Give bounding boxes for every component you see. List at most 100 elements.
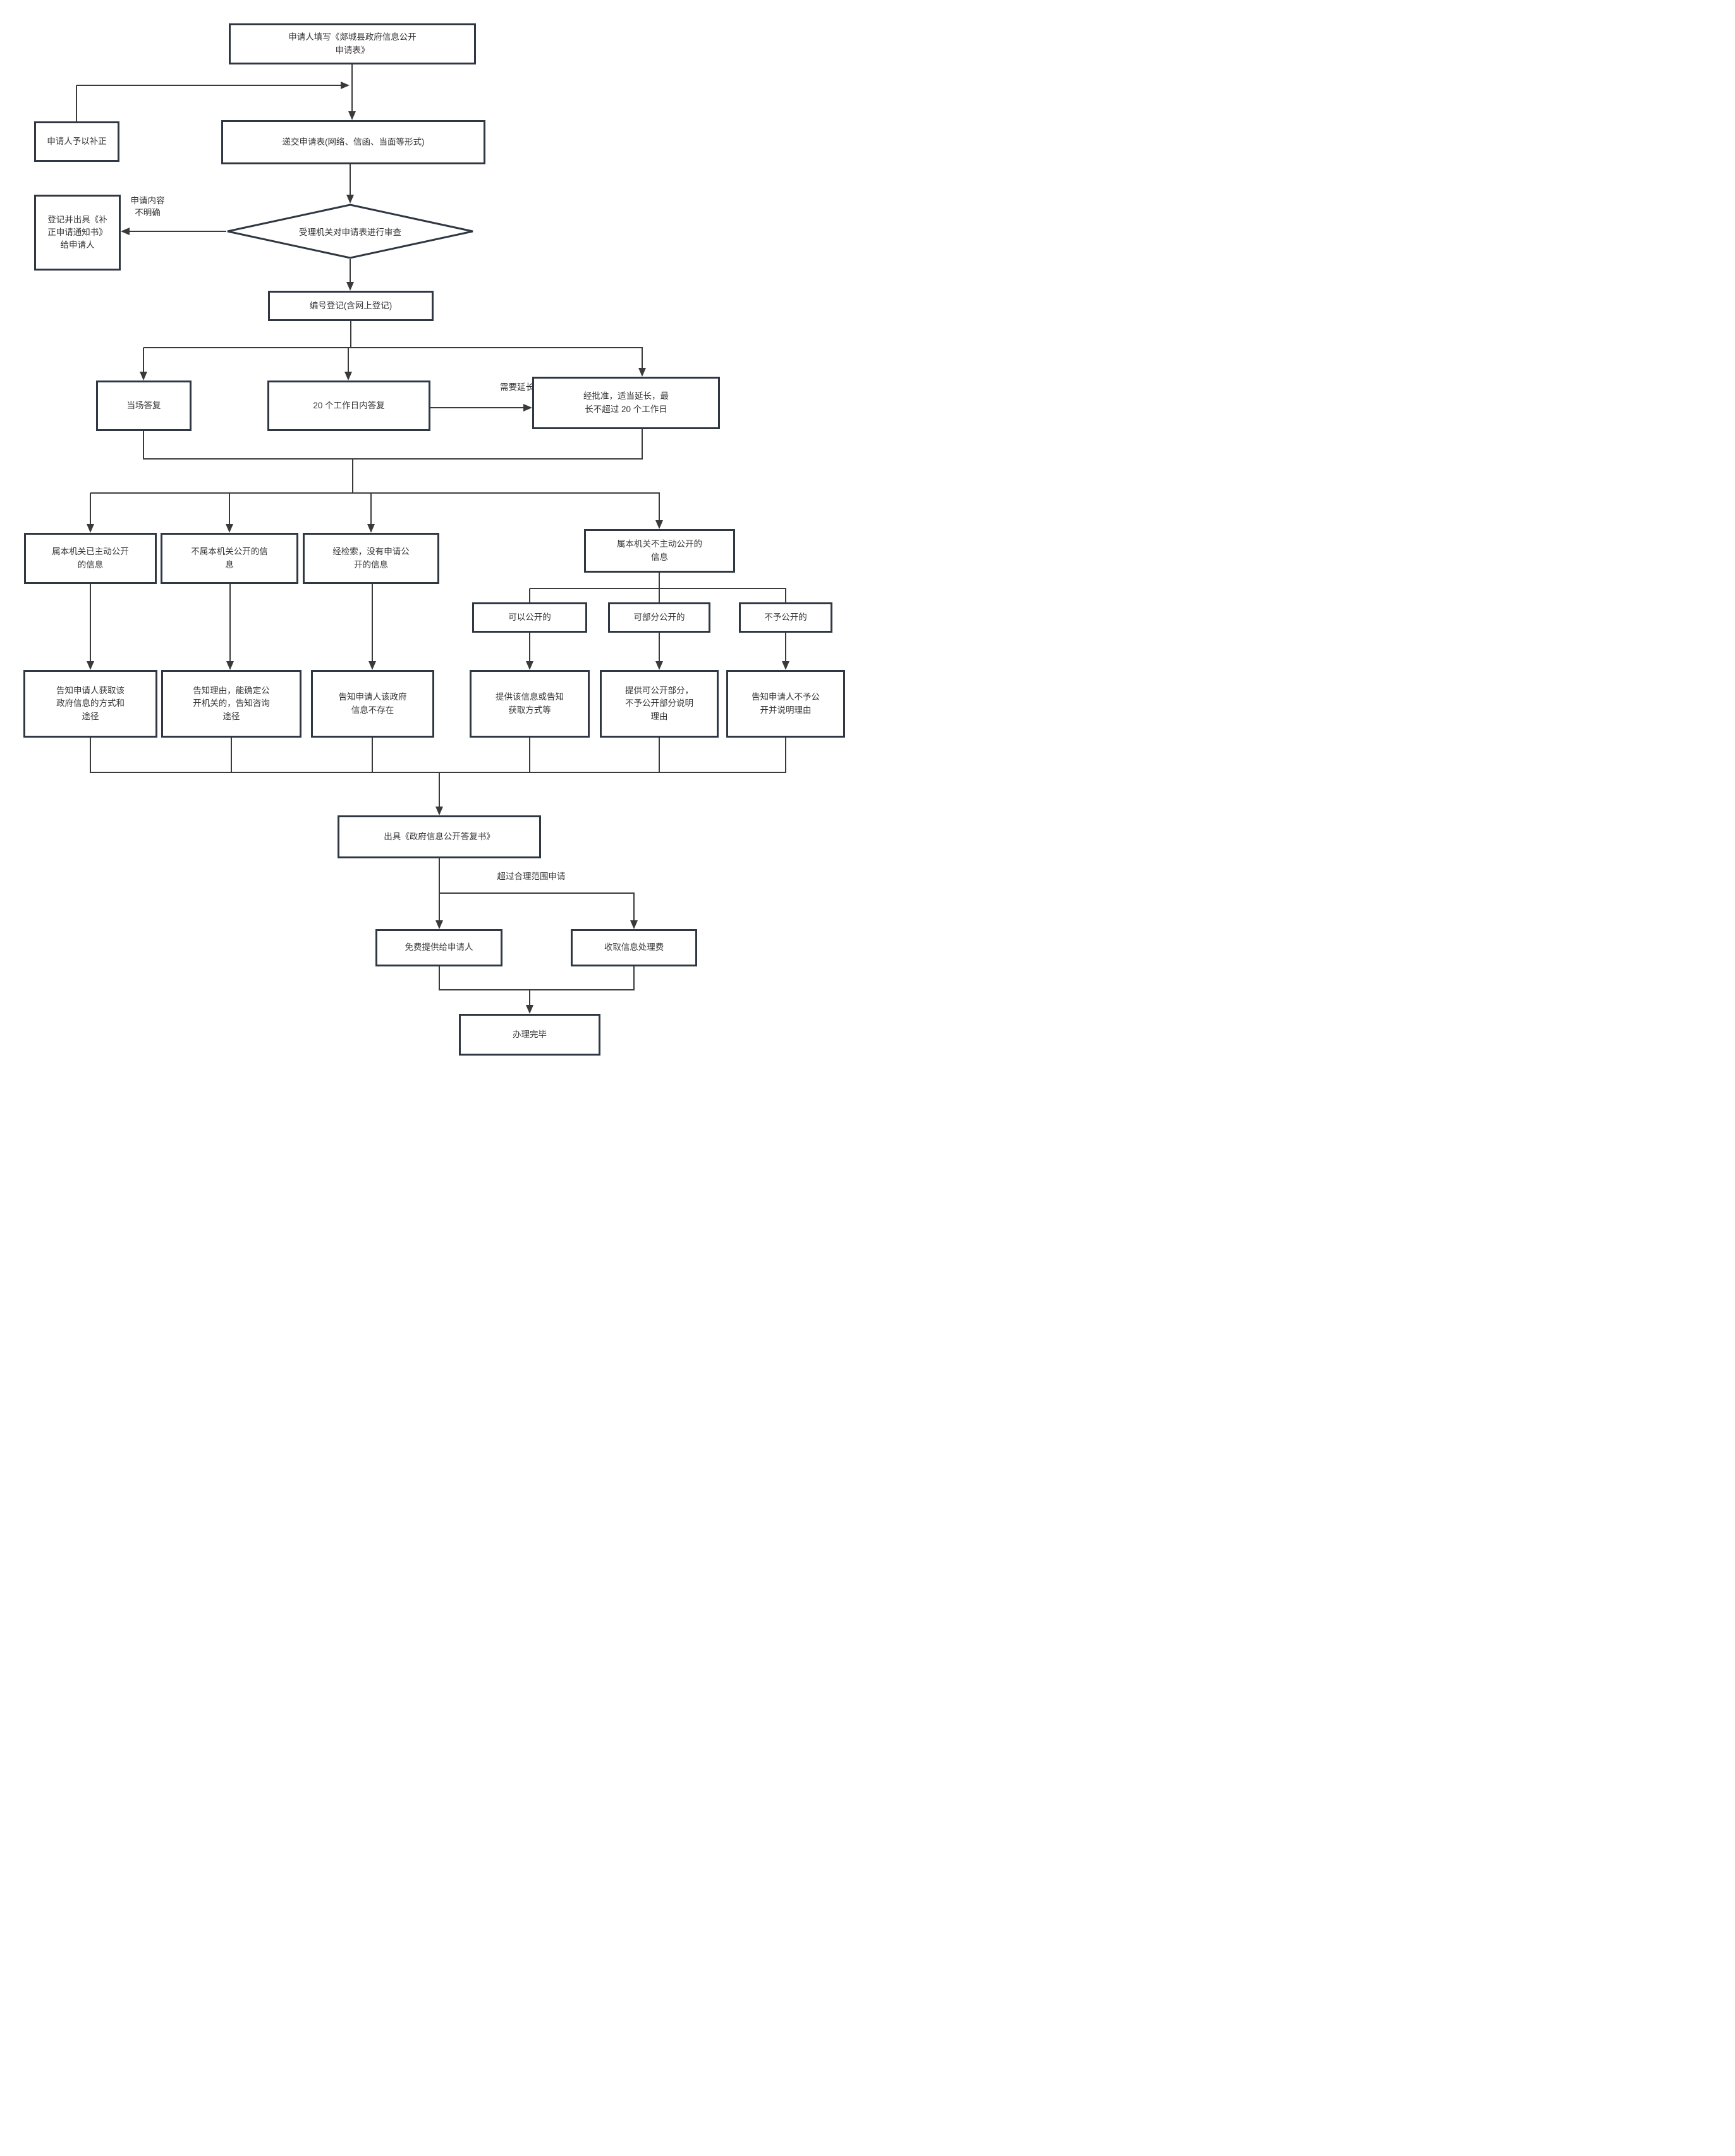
connector-line-vertical xyxy=(350,259,351,283)
connector-line-vertical xyxy=(439,772,440,808)
connector-line-vertical xyxy=(659,633,660,662)
connector-line-vertical xyxy=(642,348,643,369)
node-opt-public: 可以公开的 xyxy=(472,602,587,633)
arrowhead-down-icon xyxy=(87,524,94,533)
connector-line-vertical xyxy=(785,738,786,773)
connector-line-vertical xyxy=(90,584,91,662)
arrowhead-down-icon xyxy=(226,524,233,533)
connector-line-vertical xyxy=(350,321,351,348)
connector-line-horizontal xyxy=(439,892,635,894)
connector-line-horizontal xyxy=(143,347,643,348)
review-decision-diamond xyxy=(227,204,473,259)
arrowhead-down-icon xyxy=(435,920,443,929)
arrowhead-down-icon xyxy=(87,661,94,670)
node-cat-not-found: 经检索，没有申请公 开的信息 xyxy=(303,533,439,584)
arrowhead-down-icon xyxy=(630,920,638,929)
arrowhead-down-icon xyxy=(638,368,646,377)
connector-line-vertical xyxy=(76,85,77,121)
connector-line-vertical xyxy=(529,588,530,603)
node-extension: 经批准，适当延长，最 长不超过 20 个工作日 xyxy=(532,377,720,429)
node-reply-letter: 出具《政府信息公开答复书》 xyxy=(338,815,541,858)
connector-line-horizontal xyxy=(143,458,643,460)
node-fill-form: 申请人填写《郯城县政府信息公开 申请表》 xyxy=(229,23,476,64)
arrowhead-down-icon xyxy=(346,282,354,291)
edge-label-over-scope: 超过合理范围申请 xyxy=(497,872,566,881)
edge-label-need-extend: 需要延长 xyxy=(500,382,534,392)
arrowhead-down-icon xyxy=(346,195,354,204)
connector-line-horizontal xyxy=(430,407,525,408)
arrowhead-down-icon xyxy=(348,111,356,120)
connector-line-vertical xyxy=(659,493,660,521)
connector-line-vertical xyxy=(229,493,230,525)
node-done: 办理完毕 xyxy=(459,1014,600,1056)
connector-line-vertical xyxy=(352,459,353,494)
arrowhead-down-icon xyxy=(367,524,375,533)
node-opt-partial: 可部分公开的 xyxy=(608,602,710,633)
connector-line-vertical xyxy=(785,633,786,662)
connector-line-vertical xyxy=(785,588,786,603)
connector-line-vertical xyxy=(659,738,660,773)
node-res-provide: 提供该信息或告知 获取方式等 xyxy=(470,670,590,738)
connector-line-vertical xyxy=(229,584,231,662)
connector-line-vertical xyxy=(529,633,530,662)
connector-line-vertical xyxy=(370,493,372,525)
connector-line-vertical xyxy=(350,164,351,196)
connector-line-vertical xyxy=(90,738,91,773)
connector-line-horizontal xyxy=(76,85,342,86)
edge-label-unclear: 申请内容 不明确 xyxy=(130,196,165,217)
node-onsite-reply: 当场答复 xyxy=(96,381,192,431)
node-res-inform-reason: 告知理由，能确定公 开机关的，告知咨询 途径 xyxy=(161,670,301,738)
connector-line-horizontal xyxy=(90,492,660,494)
arrowhead-down-icon xyxy=(368,661,376,670)
node-res-partial: 提供可公开部分， 不予公开部分说明 理由 xyxy=(600,670,719,738)
connector-line-vertical xyxy=(143,348,144,373)
connector-line-vertical xyxy=(231,738,232,773)
node-register-notice: 登记并出具《补 正申请通知书》 给申请人 xyxy=(34,195,121,271)
connector-line-vertical xyxy=(90,493,91,525)
arrowhead-right-icon xyxy=(341,82,350,89)
node-res-not-exist: 告知申请人该政府 信息不存在 xyxy=(311,670,434,738)
arrowhead-down-icon xyxy=(655,520,663,529)
connector-line-vertical xyxy=(439,966,440,990)
arrowhead-down-icon xyxy=(526,661,533,670)
connector-line-vertical xyxy=(439,858,440,894)
connector-line-horizontal xyxy=(530,588,786,589)
node-free-provide: 免费提供给申请人 xyxy=(375,929,502,966)
arrowhead-down-icon xyxy=(655,661,663,670)
node-cat-already-public: 属本机关已主动公开 的信息 xyxy=(24,533,157,584)
connector-line-vertical xyxy=(351,64,353,113)
node-reply-20-days: 20 个工作日内答复 xyxy=(267,381,430,431)
connector-line-vertical xyxy=(659,573,660,589)
arrowhead-down-icon xyxy=(435,807,443,815)
connector-line-vertical xyxy=(143,431,144,460)
connector-line-horizontal xyxy=(90,772,786,773)
flowchart-canvas: 申请人填写《郯城县政府信息公开 申请表》 申请人予以补正 递交申请表(网络、信函… xyxy=(0,0,867,1078)
arrowhead-down-icon xyxy=(226,661,234,670)
node-res-inform-way: 告知申请人获取该 政府信息的方式和 途径 xyxy=(23,670,157,738)
node-charge-fee: 收取信息处理费 xyxy=(571,929,697,966)
connector-line-vertical xyxy=(642,429,643,460)
node-supplement: 申请人予以补正 xyxy=(34,121,119,162)
arrowhead-right-icon xyxy=(523,404,532,411)
arrowhead-left-icon xyxy=(121,228,130,235)
node-cat-not-this-org: 不属本机关公开的信 息 xyxy=(161,533,298,584)
connector-line-vertical xyxy=(529,738,530,773)
node-res-refuse: 告知申请人不予公 开并说明理由 xyxy=(726,670,845,738)
connector-line-horizontal xyxy=(129,231,226,232)
connector-line-vertical xyxy=(529,990,530,1006)
arrowhead-down-icon xyxy=(344,372,352,381)
arrowhead-down-icon xyxy=(526,1005,533,1014)
connector-line-vertical xyxy=(372,738,373,773)
node-submit-form: 递交申请表(网络、信函、当面等形式) xyxy=(221,120,485,164)
connector-line-vertical xyxy=(659,588,660,603)
review-decision-label: 受理机关对申请表进行审查 xyxy=(299,228,401,237)
arrowhead-down-icon xyxy=(140,372,147,381)
node-cat-not-proactive: 属本机关不主动公开的 信息 xyxy=(584,529,735,573)
connector-line-vertical xyxy=(372,584,373,662)
connector-line-vertical xyxy=(633,893,635,922)
arrowhead-down-icon xyxy=(782,661,789,670)
connector-line-horizontal xyxy=(439,989,635,990)
connector-line-vertical xyxy=(348,348,349,373)
connector-line-vertical xyxy=(439,893,440,922)
node-opt-no: 不予公开的 xyxy=(739,602,832,633)
